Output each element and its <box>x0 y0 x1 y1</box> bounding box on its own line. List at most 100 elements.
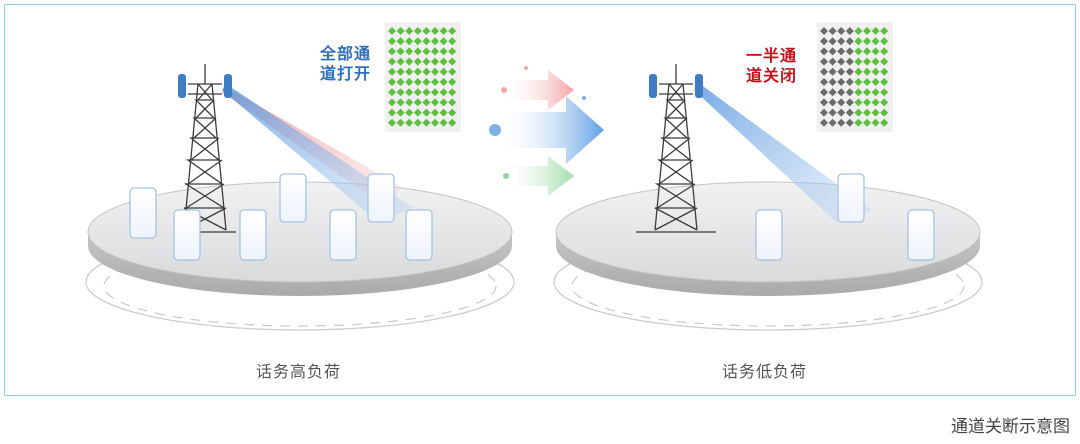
channel-off-dot <box>820 37 828 46</box>
channel-on-dot <box>854 118 863 127</box>
channel-on-dot <box>405 67 414 76</box>
left-scene <box>85 22 515 331</box>
channel-off-dot <box>845 57 854 66</box>
channel-on-dot <box>448 37 457 46</box>
channel-on-dot <box>439 98 448 107</box>
channel-off-dot <box>828 78 837 86</box>
channel-on-dot <box>448 88 457 97</box>
channel-on-dot <box>871 98 880 107</box>
channel-on-dot <box>448 47 457 56</box>
channel-on-dot <box>405 108 414 117</box>
channel-on-dot <box>413 57 422 66</box>
channel-on-dot <box>863 37 871 46</box>
channel-on-dot <box>431 27 439 35</box>
channel-off-dot <box>820 67 828 76</box>
channel-on-dot <box>396 27 405 35</box>
channel-on-dot <box>431 57 439 66</box>
figure-caption: 通道关断示意图 <box>951 417 1070 437</box>
arrow-red-icon <box>500 70 574 110</box>
channel-on-dot <box>439 118 448 127</box>
channel-on-dot <box>880 78 889 86</box>
channel-off-dot <box>828 98 837 107</box>
channel-on-dot <box>405 118 414 127</box>
channel-on-dot <box>422 88 431 97</box>
channel-on-dot <box>431 37 439 46</box>
left-status-line-1: 全部通 <box>320 44 372 63</box>
channel-on-dot <box>396 78 405 86</box>
arrow-green-icon <box>500 156 574 196</box>
channel-on-dot <box>880 37 889 46</box>
channel-on-dot <box>405 27 414 35</box>
channel-on-dot <box>439 27 448 35</box>
channel-on-dot <box>413 108 422 117</box>
channel-on-dot <box>413 118 422 127</box>
channel-on-dot <box>431 98 439 107</box>
channel-on-dot <box>388 67 396 76</box>
channel-off-dot <box>845 88 854 97</box>
channel-on-dot <box>448 108 457 117</box>
channel-off-dot <box>828 47 837 56</box>
channel-on-dot <box>413 98 422 107</box>
channel-on-dot <box>871 67 880 76</box>
channel-on-dot <box>439 108 448 117</box>
channel-on-dot <box>863 118 871 127</box>
channel-off-dot <box>837 47 846 56</box>
channel-on-dot <box>863 47 871 56</box>
right-scene <box>553 22 983 331</box>
channel-on-dot <box>396 108 405 117</box>
channel-dots-right <box>820 27 889 127</box>
channel-off-dot <box>820 98 828 107</box>
right-status-line-2: 道关闭 <box>746 66 798 85</box>
channel-on-dot <box>854 78 863 86</box>
channel-off-dot <box>837 108 846 117</box>
channel-on-dot <box>431 118 439 127</box>
channel-on-dot <box>863 57 871 66</box>
channel-on-dot <box>854 37 863 46</box>
channel-on-dot <box>439 67 448 76</box>
antenna-left-icon <box>649 74 657 98</box>
channel-on-dot <box>448 98 457 107</box>
left-load-label: 话务高负荷 <box>256 362 342 381</box>
channel-on-dot <box>880 47 889 56</box>
channel-on-dot <box>405 88 414 97</box>
channel-on-dot <box>880 67 889 76</box>
channel-on-dot <box>396 57 405 66</box>
channel-on-dot <box>388 37 396 46</box>
channel-on-dot <box>388 108 396 117</box>
channel-off-dot <box>828 37 837 46</box>
right-status-line-1: 一半通 <box>746 46 798 65</box>
channel-off-dot <box>837 27 846 35</box>
antenna-right-icon <box>224 74 232 98</box>
channel-on-dot <box>439 37 448 46</box>
right-load-label: 话务低负荷 <box>722 362 808 381</box>
channel-off-dot <box>820 47 828 56</box>
channel-on-dot <box>871 47 880 56</box>
channel-on-dot <box>422 78 431 86</box>
channel-on-dot <box>388 88 396 97</box>
channel-on-dot <box>431 47 439 56</box>
channel-on-dot <box>871 78 880 86</box>
channel-on-dot <box>863 78 871 86</box>
phone-icon-group-left <box>129 173 433 261</box>
channel-off-dot <box>837 57 846 66</box>
channel-on-dot <box>863 27 871 35</box>
channel-on-dot <box>431 67 439 76</box>
left-status-line-2: 道打开 <box>320 64 372 83</box>
channel-on-dot <box>880 57 889 66</box>
channel-on-dot <box>448 57 457 66</box>
channel-off-dot <box>820 27 828 35</box>
channel-on-dot <box>854 57 863 66</box>
channel-on-dot <box>871 88 880 97</box>
channel-on-dot <box>422 27 431 35</box>
channel-on-dot <box>854 67 863 76</box>
channel-on-dot <box>388 98 396 107</box>
channel-on-dot <box>396 67 405 76</box>
channel-off-dot <box>828 88 837 97</box>
channel-on-dot <box>854 27 863 35</box>
channel-off-dot <box>845 67 854 76</box>
channel-grid-all-open <box>385 22 461 132</box>
channel-on-dot <box>439 57 448 66</box>
channel-on-dot <box>388 27 396 35</box>
channel-on-dot <box>863 88 871 97</box>
channel-on-dot <box>422 67 431 76</box>
